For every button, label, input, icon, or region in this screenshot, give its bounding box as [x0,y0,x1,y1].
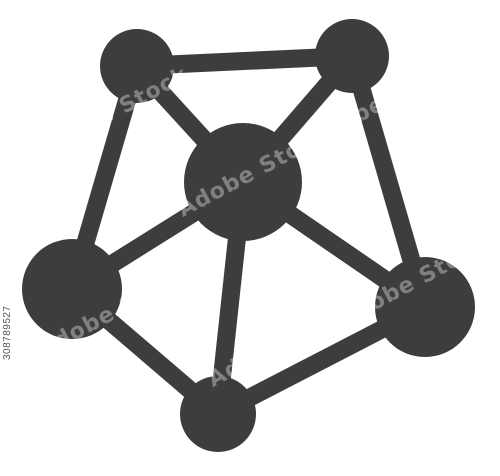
node-left [22,239,122,339]
node-top-left [100,29,174,103]
node-right [375,257,475,357]
node-bottom [180,376,256,452]
stock-id-label: 308789527 [2,305,13,360]
network-nodes [22,19,475,452]
node-center [184,123,302,241]
node-top-right [315,19,389,93]
